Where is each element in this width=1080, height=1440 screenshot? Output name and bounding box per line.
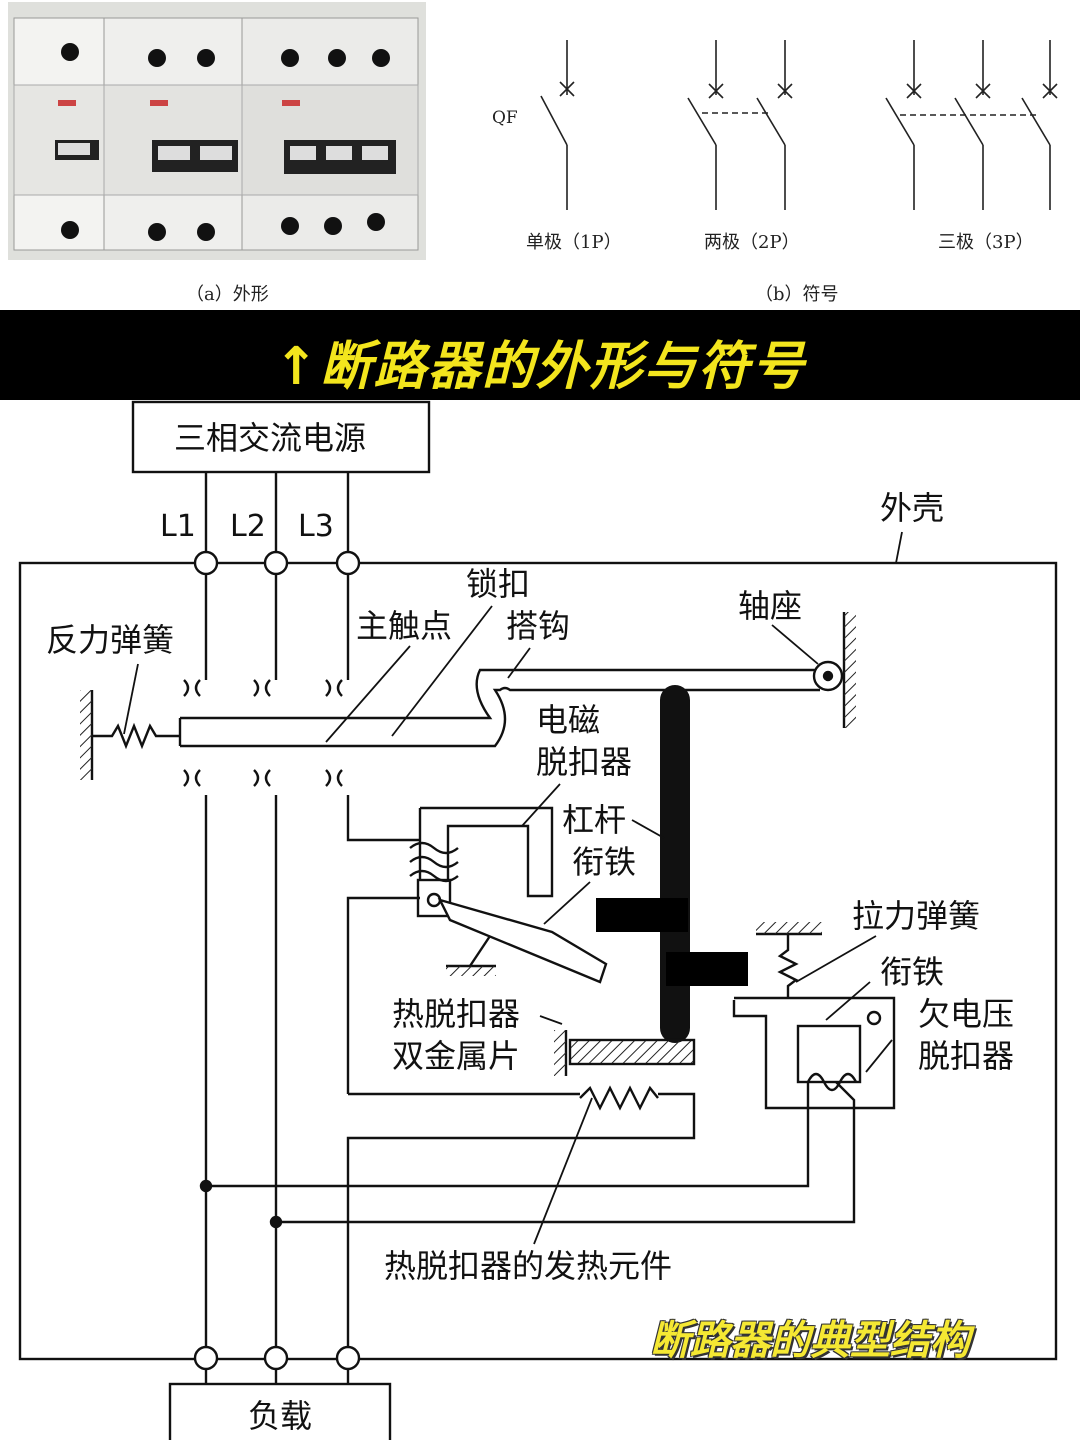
terminal-l2-bottom [263, 1345, 289, 1371]
terminal-l3-bottom [335, 1345, 361, 1371]
em-release-label: 电磁 脱扣器 [536, 701, 633, 781]
symbol-1p [540, 40, 575, 210]
thermal-release-label: 热脱扣器 双金属片 [392, 995, 521, 1075]
housing-outline [18, 561, 1058, 1361]
heating-element-label: 热脱扣器的发热元件 [384, 1247, 673, 1285]
reaction-spring [92, 722, 180, 750]
tension-spring [777, 934, 799, 998]
uv-release-body [732, 996, 896, 1110]
uv-armature-label: 衔铁 [880, 953, 945, 991]
watermark-title: 断路器的典型结构 [650, 1318, 970, 1364]
uv-release-label: 欠电压 脱扣器 [918, 995, 1015, 1075]
symbols-caption: （b）符号 [755, 284, 839, 305]
banner-title: ↑断路器的外形与符号 [274, 337, 806, 397]
breaker-3p-illustration [241, 17, 419, 251]
phase-label-l2: L2 [230, 509, 266, 544]
pivot-label: 轴座 [738, 587, 803, 625]
lock-bar [180, 668, 820, 720]
power-source-label: 三相交流电源 [174, 419, 367, 457]
symbol-designator: QF [492, 108, 518, 128]
symbol-2p [687, 40, 793, 210]
terminal-l1-bottom [193, 1345, 219, 1371]
breaker-photo [13, 17, 419, 251]
photo-caption: （a）外形 [186, 284, 269, 305]
title-banner: ↑断路器的外形与符号 [0, 310, 1080, 400]
breaker-symbols [540, 40, 1058, 210]
power-source-box [131, 400, 431, 474]
symbol-label-1p: 单极（1P） [526, 232, 622, 253]
housing-label: 外壳 [880, 489, 945, 527]
top-section [8, 2, 1058, 260]
main-contacts [183, 679, 343, 787]
load-box [168, 1382, 392, 1440]
terminal-l2-top [263, 550, 289, 576]
reaction-spring-label: 反力弹簧 [46, 621, 175, 659]
bimetal-strip [568, 1038, 696, 1066]
load-label: 负载 [248, 1397, 313, 1435]
terminal-l1-top [193, 550, 219, 576]
lock-label: 锁扣 [466, 565, 531, 603]
symbol-label-2p: 两极（2P） [704, 232, 800, 253]
tension-spring-label: 拉力弹簧 [852, 897, 981, 935]
symbol-3p [885, 40, 1058, 210]
phase-label-l1: L1 [160, 509, 196, 544]
symbol-label-3p: 三极（3P） [938, 232, 1034, 253]
phase-label-l3: L3 [298, 509, 334, 544]
terminal-l3-top [335, 550, 361, 576]
breaker-1p-illustration [13, 17, 107, 251]
breaker-2p-illustration [103, 17, 243, 251]
lever-label: 杠杆 [562, 801, 627, 839]
armature-label: 衔铁 [572, 843, 637, 881]
breaker-structure-diagram [18, 400, 1058, 1440]
hook-label: 搭钩 [506, 607, 571, 645]
heating-element [579, 1085, 659, 1111]
main-contact-label: 主触点 [356, 607, 453, 645]
em-armature [437, 898, 608, 984]
